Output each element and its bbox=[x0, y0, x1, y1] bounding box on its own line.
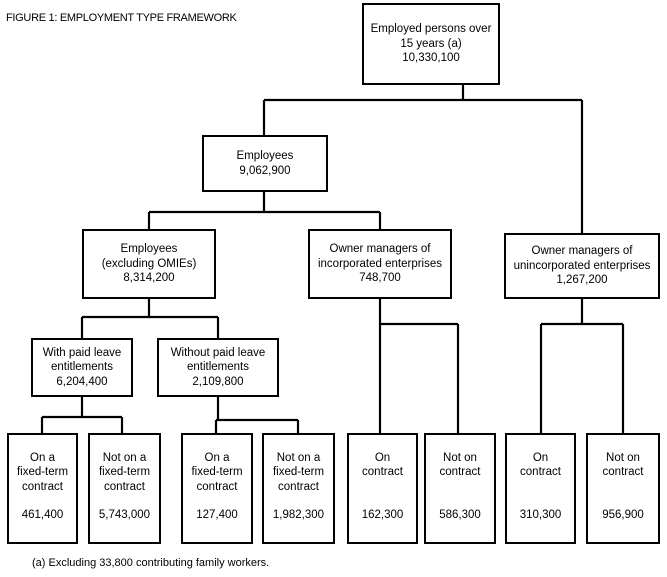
node-value: 586,300 bbox=[439, 508, 481, 521]
node-text: fixed-term bbox=[98, 466, 151, 479]
node-text: contract bbox=[362, 466, 403, 479]
node-text: On bbox=[374, 452, 391, 464]
node-text: unincorporated enterprises bbox=[513, 259, 651, 272]
node-value: 2,109,800 bbox=[192, 375, 244, 388]
omie-on-contract-box: On contract 162,300 bbox=[347, 433, 418, 544]
node-text: Owner managers of bbox=[531, 245, 633, 258]
node-value: 10,330,100 bbox=[402, 52, 460, 65]
node-text: entitlements bbox=[50, 361, 113, 374]
node-text: Not on bbox=[606, 452, 640, 464]
node-text: (excluding OMIEs) bbox=[101, 257, 197, 270]
figure-title: FIGURE 1: EMPLOYMENT TYPE FRAMEWORK bbox=[6, 12, 237, 24]
employees-excl-omies-box: Employees (excluding OMIEs) 8,314,200 bbox=[82, 229, 216, 299]
node-text: fixed-term bbox=[272, 466, 325, 479]
node-text: Not on bbox=[443, 452, 477, 464]
node-text: Without paid leave bbox=[170, 346, 266, 359]
node-value: 310,300 bbox=[519, 508, 562, 521]
node-text: Not on a bbox=[102, 452, 147, 464]
node-value: 6,204,400 bbox=[56, 375, 108, 388]
omie-not-on-contract-box: Not on contract 586,300 bbox=[424, 433, 496, 544]
employed-persons-box: Employed persons over 15 years (a) 10,33… bbox=[362, 3, 500, 85]
employees-box: Employees 9,062,900 bbox=[202, 135, 328, 192]
omie-box: Owner managers of incorporated enterpris… bbox=[308, 229, 452, 299]
no-paid-leave-fixed-term-box: On a fixed-term contract 127,400 bbox=[181, 433, 253, 544]
node-text: Employees bbox=[236, 150, 294, 163]
node-value: 748,700 bbox=[359, 272, 401, 285]
node-text: Owner managers of bbox=[329, 243, 431, 256]
node-text: contract bbox=[196, 480, 238, 493]
node-text: incorporated enterprises bbox=[317, 257, 442, 270]
node-value: 9,062,900 bbox=[239, 164, 291, 177]
node-value: 5,743,000 bbox=[98, 509, 151, 522]
paid-leave-box: With paid leave entitlements 6,204,400 bbox=[31, 338, 133, 397]
node-text: contract bbox=[22, 480, 63, 493]
node-text: contract bbox=[278, 480, 319, 493]
node-text: fixed-term bbox=[16, 466, 69, 479]
node-text: Not on a bbox=[276, 452, 321, 464]
node-text: entitlements bbox=[186, 361, 249, 374]
node-value: 956,900 bbox=[602, 508, 644, 521]
node-value: 8,314,200 bbox=[123, 272, 175, 285]
no-paid-leave-not-fixed-term-box: Not on a fixed-term contract 1,982,300 bbox=[262, 433, 335, 544]
node-text: contract bbox=[104, 480, 145, 493]
node-value: 127,400 bbox=[196, 509, 238, 522]
node-text: Employees bbox=[120, 243, 178, 256]
node-text: 15 years (a) bbox=[400, 37, 462, 50]
node-text: Employed persons over bbox=[370, 23, 492, 36]
node-text: contract bbox=[439, 466, 481, 479]
node-text: fixed-term bbox=[191, 466, 243, 479]
omue-not-on-contract-box: Not on contract 956,900 bbox=[586, 433, 660, 544]
node-text: contract bbox=[520, 466, 561, 479]
node-text: On a bbox=[204, 452, 230, 464]
omue-box: Owner managers of unincorporated enterpr… bbox=[504, 233, 660, 299]
paid-leave-fixed-term-box: On a fixed-term contract 461,400 bbox=[7, 433, 78, 544]
node-text: contract bbox=[602, 466, 644, 479]
node-value: 162,300 bbox=[361, 508, 404, 521]
node-value: 1,267,200 bbox=[556, 274, 608, 287]
paid-leave-not-fixed-term-box: Not on a fixed-term contract 5,743,000 bbox=[88, 433, 161, 544]
node-value: 461,400 bbox=[21, 509, 64, 522]
node-text: On a bbox=[30, 452, 55, 464]
omue-on-contract-box: On contract 310,300 bbox=[505, 433, 576, 544]
footnote: (a) Excluding 33,800 contributing family… bbox=[32, 557, 270, 569]
node-text: With paid leave bbox=[42, 346, 122, 359]
node-value: 1,982,300 bbox=[272, 509, 325, 522]
no-paid-leave-box: Without paid leave entitlements 2,109,80… bbox=[157, 338, 279, 397]
node-text: On bbox=[532, 452, 549, 464]
